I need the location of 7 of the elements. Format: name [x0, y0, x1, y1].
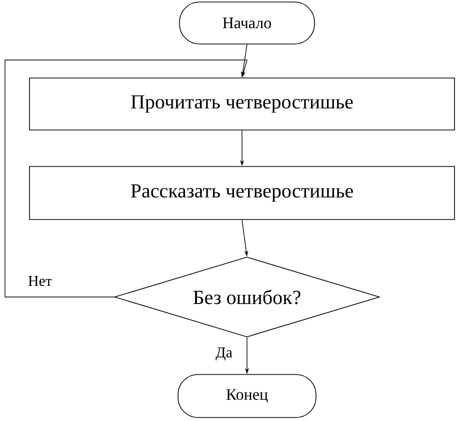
terminator: Начало — [179, 2, 315, 44]
process-box: Прочитать четверостишье — [29, 78, 455, 130]
arrow — [4, 60, 248, 298]
terminator: Конец — [178, 374, 316, 418]
edge-label: Нет — [26, 275, 54, 287]
process-box: Рассказать четверостишье — [29, 166, 455, 220]
edge-label: Да — [214, 346, 234, 362]
